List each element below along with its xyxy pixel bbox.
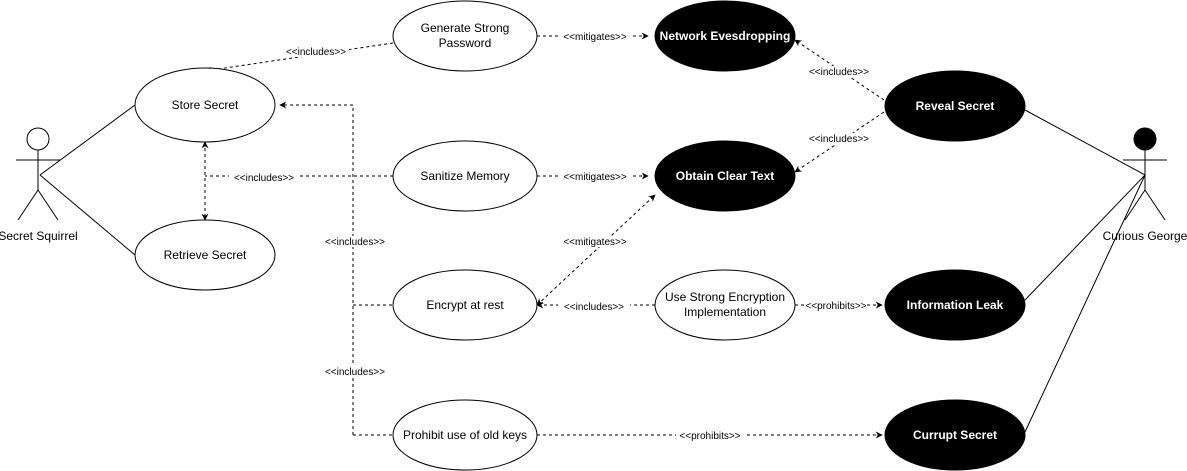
use-case-sanitize-memory-label: Sanitize Memory <box>420 169 509 183</box>
threat-information-leak[interactable]: Information Leak <box>884 269 1026 341</box>
label-includes-bus-lower: <<includes>> <box>325 367 385 378</box>
threat-network-eavesdropping[interactable]: Network Evesdropping <box>654 0 796 72</box>
use-case-strong-encryption-label-2: Implementation <box>684 305 766 319</box>
assoc-george-leak <box>1024 174 1146 301</box>
threat-corrupt-secret[interactable]: Currupt Secret <box>884 399 1026 471</box>
label-includes-generate: <<includes>> <box>286 47 346 58</box>
use-case-generate-password-label-2: Password <box>439 36 492 50</box>
edge-encrypt-cleartext <box>536 194 656 306</box>
label-prohibits-corrupt: <<prohibits>> <box>679 431 740 442</box>
label-mitigates-encrypt: <<mitigates>> <box>563 237 627 248</box>
threat-obtain-clear-text[interactable]: Obtain Clear Text <box>654 140 796 212</box>
use-case-prohibit-old-keys[interactable]: Prohibit use of old keys <box>392 399 538 471</box>
threat-network-eavesdropping-label: Network Evesdropping <box>660 29 791 43</box>
label-prohibits-leak: <<prohibits>> <box>805 301 866 312</box>
use-case-strong-encryption[interactable]: Use Strong Encryption Implementation <box>654 269 796 341</box>
threats: Network Evesdropping Obtain Clear Text R… <box>654 0 1026 471</box>
use-case-encrypt-at-rest[interactable]: Encrypt at rest <box>392 269 538 341</box>
threat-reveal-secret[interactable]: Reveal Secret <box>884 70 1026 142</box>
edge-generate-store <box>204 42 394 74</box>
use-case-retrieve-secret-label: Retrieve Secret <box>164 248 247 262</box>
use-case-retrieve-secret[interactable]: Retrieve Secret <box>134 219 276 291</box>
threat-obtain-clear-text-label: Obtain Clear Text <box>676 169 774 183</box>
label-mitigates-sanitize: <<mitigates>> <box>563 172 627 183</box>
use-case-prohibit-old-keys-label: Prohibit use of old keys <box>403 428 527 442</box>
use-case-encrypt-at-rest-label: Encrypt at rest <box>426 298 504 312</box>
threat-corrupt-secret-label: Currupt Secret <box>913 428 997 442</box>
assoc-george-reveal <box>1024 109 1146 176</box>
assoc-squirrel-store <box>39 104 136 176</box>
edge-labels: <<includes>> <<includes>> <<includes>> <… <box>229 31 872 442</box>
use-case-generate-password[interactable]: Generate Strong Password <box>392 0 538 72</box>
actor-secret-squirrel[interactable]: Secret Squirrel <box>0 127 78 243</box>
actor-curious-george-label: Curious George <box>1103 229 1187 243</box>
assoc-squirrel-retrieve <box>39 174 136 256</box>
label-includes-bus-upper: <<includes>> <box>325 237 385 248</box>
threat-reveal-secret-label: Reveal Secret <box>916 99 995 113</box>
threat-information-leak-label: Information Leak <box>907 298 1004 312</box>
actor-figure-black-icon <box>1123 127 1167 221</box>
edge-bus-store <box>279 101 354 435</box>
use-case-generate-password-label-1: Generate Strong <box>421 21 510 35</box>
label-includes-reveal-network: <<includes>> <box>809 67 869 78</box>
use-case-strong-encryption-label-1: Use Strong Encryption <box>665 290 785 304</box>
assoc-george-corrupt <box>1024 174 1146 433</box>
label-includes-strongenc: <<includes>> <box>564 302 624 313</box>
actor-figure-white-icon <box>16 127 60 221</box>
actor-curious-george[interactable]: Curious George <box>1103 127 1187 243</box>
actor-secret-squirrel-label: Secret Squirrel <box>0 229 78 243</box>
use-case-store-secret-label: Store Secret <box>172 98 239 112</box>
use-cases: Store Secret Retrieve Secret Generate St… <box>134 0 796 471</box>
label-includes-sanitize: <<includes>> <box>234 173 294 184</box>
use-case-sanitize-memory[interactable]: Sanitize Memory <box>392 140 538 212</box>
use-case-store-secret[interactable]: Store Secret <box>134 67 276 143</box>
label-mitigates-generate: <<mitigates>> <box>563 32 627 43</box>
label-includes-reveal-cleartext: <<includes>> <box>809 134 869 145</box>
